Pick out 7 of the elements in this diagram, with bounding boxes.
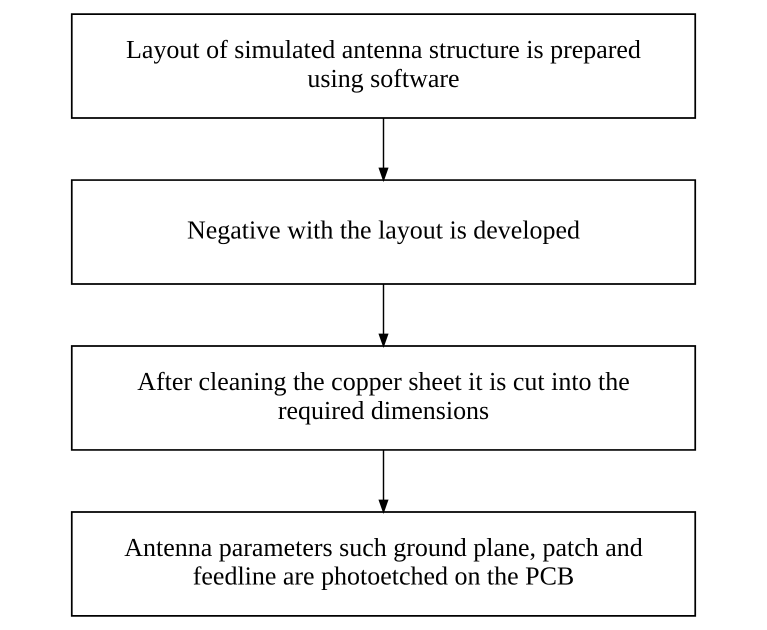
node-box: Negative with the layout is developed: [70, 179, 696, 285]
node-box: After cleaning the copper sheet it is cut into the required dimensions: [70, 345, 696, 451]
node-box: Layout of simulated antenna structure is prepared using software: [70, 13, 696, 119]
arrow: [378, 284, 389, 348]
arrow: [378, 118, 389, 182]
node-box: Antenna parameters such ground plane, patch and feedline are photoetched on the PCB: [70, 511, 696, 617]
arrow: [378, 450, 389, 514]
